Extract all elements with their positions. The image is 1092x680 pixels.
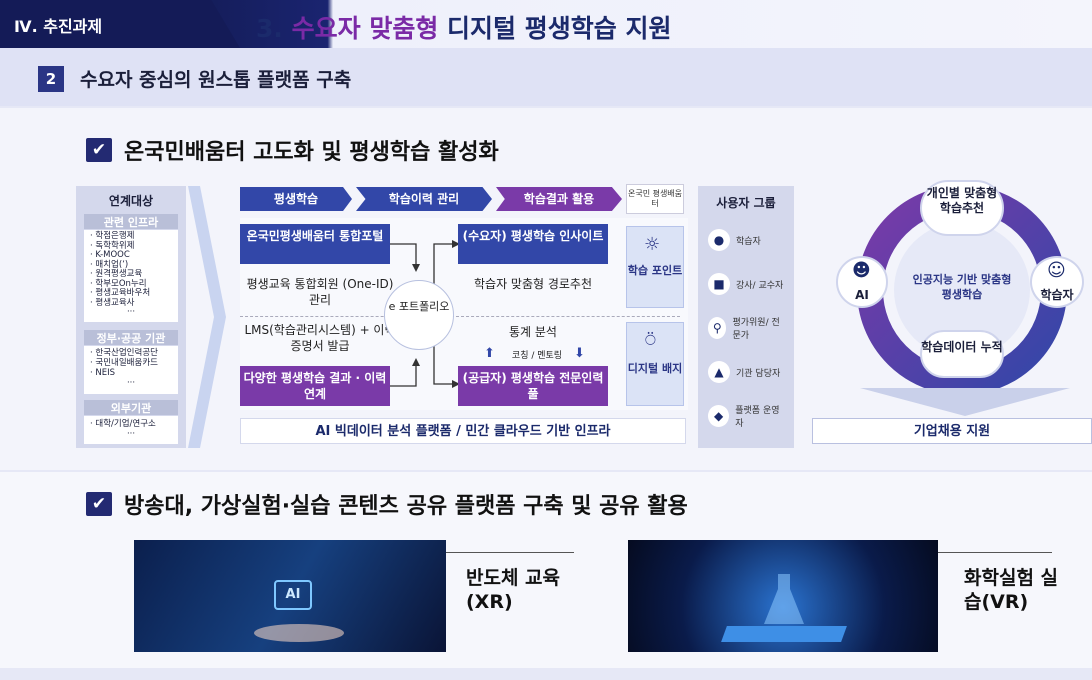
list-item: · 한국산업인력공단 (90, 348, 172, 358)
flow-step-learning: 평생학습 (240, 187, 352, 211)
list-item: ··· (90, 308, 172, 318)
ring-right-label: 학습자 (1030, 288, 1084, 303)
group-infra-title: 관련 인프라 (84, 214, 178, 229)
caption-line (938, 552, 1052, 553)
stat-text: 통계 분석 (458, 324, 608, 340)
path-recommend-text: 학습자 맞춤형 경로추천 (458, 276, 608, 292)
admin-icon: ▲ (708, 361, 730, 383)
ring-bottom-label: 학습데이터 누적 (920, 340, 1004, 355)
user-row-admin: ▲기관 담당자 (708, 350, 786, 394)
one-id-text: 평생교육 통합회원 (One-ID) 관리 (240, 276, 400, 308)
group-gov-title: 정부·공공 기관 (84, 330, 178, 345)
arrow-down-icon: ⬇ (574, 346, 585, 362)
user-group-title: 사용자 그룹 (698, 194, 794, 211)
ai-chip-icon: AI (274, 580, 312, 610)
lightbulb-icon: ☼ (644, 234, 660, 255)
semiconductor-xr-image: AI (134, 540, 446, 652)
portal-box: 온국민평생배움터 통합포털 (240, 224, 390, 264)
section2-title: 방송대, 가상실험·실습 콘텐츠 공유 플랫폼 구축 및 공유 활용 (124, 488, 688, 520)
list-item: · 국민내일배움카드 (90, 358, 172, 368)
group-external-list: · 대학/기업/연구소 ··· (84, 416, 178, 444)
ai-head-icon: ☻ (852, 260, 871, 281)
arrow-up-icon: ⬆ (484, 346, 495, 362)
section-label: Ⅳ. 추진과제 (14, 13, 102, 37)
user-list: ●학습자 ■강사/ 교수자 ⚲평가위원/ 전문가 ▲기관 담당자 ◆플랫폼 운영… (708, 218, 786, 440)
person-icon: ● (708, 229, 730, 251)
user-row-operator: ◆플랫폼 운영자 (708, 394, 786, 438)
ring-left-label: AI (836, 288, 888, 303)
ring-center-label: 인공지능 기반 맞춤형 평생학습 (912, 272, 1012, 302)
list-item: ··· (90, 378, 172, 388)
chevron-right-icon (188, 186, 228, 448)
group-external-title: 외부기관 (84, 400, 178, 415)
list-item: ··· (90, 429, 172, 439)
platform-logo: 온국민 평생배움터 (626, 184, 684, 214)
diverse-learning-box: 다양한 평생학습 결과 · 이력 연계 (240, 366, 390, 406)
check-icon: ✔ (86, 138, 112, 162)
point-label: 학습 포인트 (626, 264, 684, 278)
coaching-text: 코칭 / 멘토링 (500, 348, 574, 364)
teacher-icon: ■ (708, 273, 730, 295)
link-targets-title: 연계대상 (76, 192, 186, 209)
hand-graphic (254, 624, 344, 642)
badge-label: 디지털 배지 (626, 362, 684, 376)
page-title: 3. 수요자 맞춤형 디지털 평생학습 지원 (256, 9, 671, 45)
subheader-title: 수요자 중심의 원스톱 플랫폼 구축 (80, 65, 351, 92)
caption-chemistry: 화학실험 실습(VR) (964, 566, 1064, 614)
user-row-teacher: ■강사/ 교수자 (708, 262, 786, 306)
group-gov-list: · 한국산업인력공단 · 국민내일배움카드 · NEIS ··· (84, 346, 178, 394)
flask-icon (764, 574, 804, 624)
lms-text: LMS(학습관리시스템) + 이력증명서 발급 (240, 322, 400, 354)
supplier-box: (공급자) 평생학습 전문인력풀 (458, 366, 608, 406)
list-item: · 대학/기업/연구소 (90, 419, 172, 429)
infra-bar: AI 빅데이터 분석 플랫폼 / 민간 클라우드 기반 인프라 (240, 418, 686, 444)
chemistry-vr-image (628, 540, 938, 652)
ring-top-label: 개인별 맞춤형 학습추천 (920, 186, 1004, 216)
tablet-graphic (721, 626, 847, 642)
flow-step-result: 학습결과 활용 (496, 187, 622, 211)
user-row-evaluator: ⚲평가위원/ 전문가 (708, 306, 786, 350)
e-portfolio-label: e 포트폴리오 (384, 300, 454, 313)
section-tab: Ⅳ. 추진과제 (0, 0, 240, 48)
job-support-bar: 기업채용 지원 (812, 418, 1092, 444)
subheader-number: 2 (38, 66, 64, 92)
user-row-learner: ●학습자 (708, 218, 786, 262)
list-item: · NEIS (90, 368, 172, 378)
caption-semiconductor: 반도체 교육 (XR) (466, 566, 576, 614)
check-icon: ✔ (86, 492, 112, 516)
insight-box: (수요자) 평생학습 인사이트 (458, 224, 608, 264)
caption-line (446, 552, 574, 553)
flow-step-history: 학습이력 관리 (356, 187, 492, 211)
e-portfolio-circle (384, 280, 454, 350)
operator-icon: ◆ (708, 405, 729, 427)
magnifier-icon: ⚲ (708, 317, 726, 339)
group-infra-list: · 학점은행제 · 독학학위제 · K-MOOC · 매치업(’) · 원격평생… (84, 230, 178, 322)
medal-icon: ⍥ (645, 330, 656, 351)
section1-title: 온국민배움터 고도화 및 평생학습 활성화 (124, 134, 499, 166)
learner-icon: ☺ (1047, 260, 1066, 281)
